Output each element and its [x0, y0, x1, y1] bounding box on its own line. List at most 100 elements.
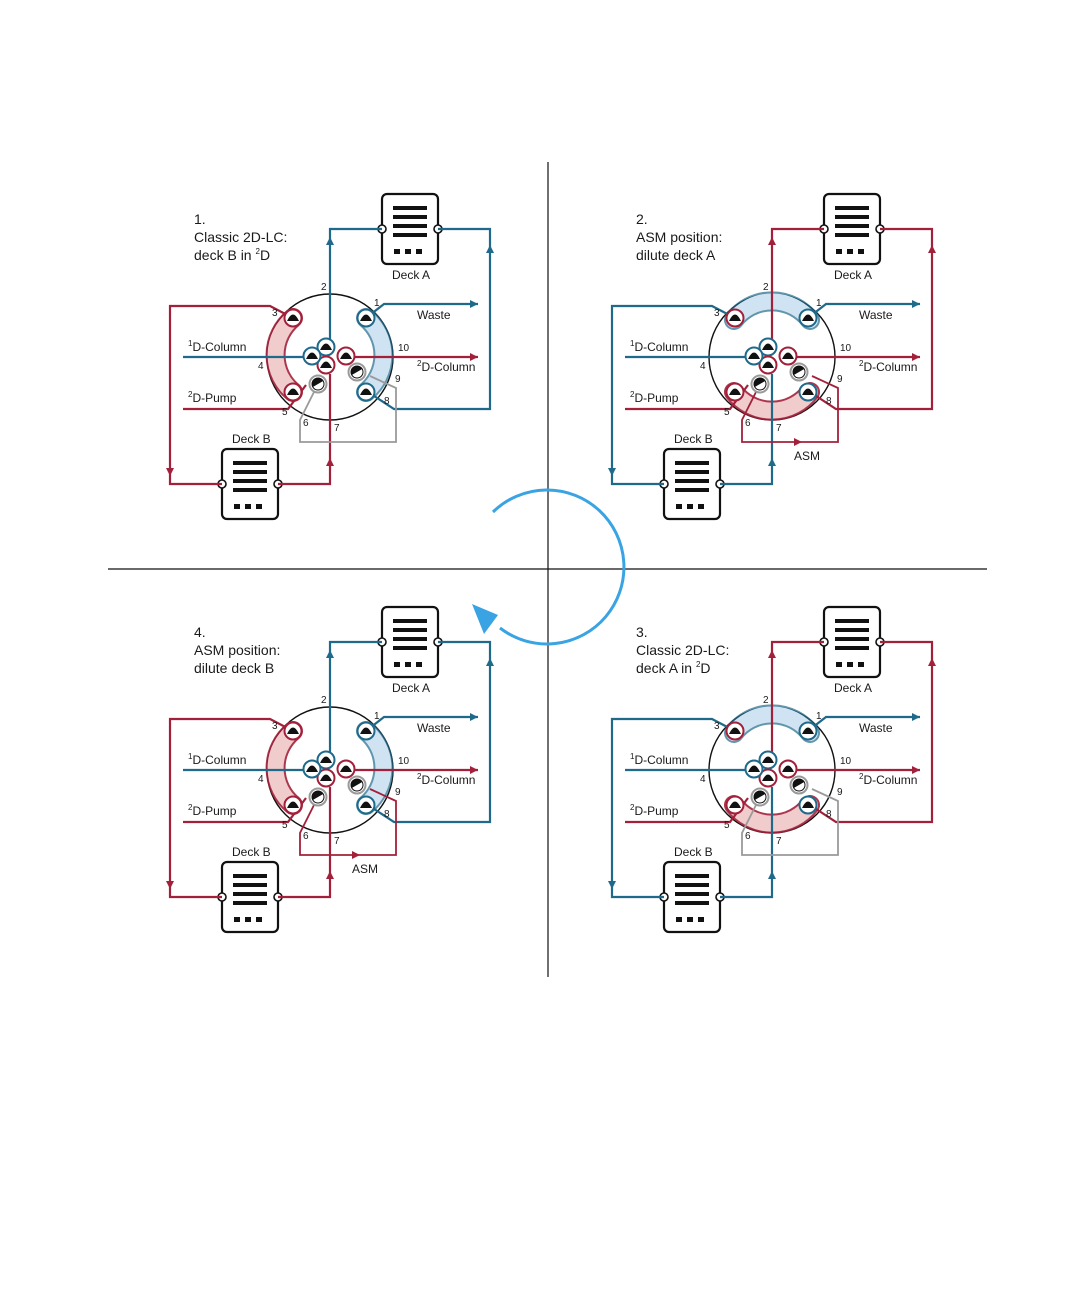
port-symbol-8-needle [748, 352, 760, 359]
port-number-9: 9 [395, 374, 401, 385]
port-symbol-6-needle [782, 765, 794, 772]
deck-a-line-left [770, 227, 824, 340]
deck-b-arrow-left [608, 881, 616, 889]
deck-b-line-right [720, 787, 774, 899]
port-symbol-7 [316, 768, 336, 788]
panel-title-line1: Classic 2D-LC: [194, 229, 287, 245]
port-symbol-7-needle [762, 774, 774, 781]
port-symbol-7-needle [762, 361, 774, 368]
port-symbol-8 [744, 759, 764, 779]
port-symbol-10-cap-half [793, 779, 805, 788]
port-number-7: 7 [334, 836, 340, 847]
deck-a-icon-line [393, 637, 427, 641]
deck-a-icon-line [835, 224, 869, 228]
deck-b-label: Deck B [232, 432, 271, 446]
asm-arrow [794, 438, 802, 446]
deck-a-icon [377, 605, 443, 679]
port-number-8: 8 [384, 396, 390, 407]
deck-a-line-right [809, 227, 934, 411]
cycle-arrow-icon [472, 488, 626, 646]
deck-a-icon-line [393, 206, 427, 210]
port-number-5: 5 [724, 820, 730, 831]
asm-label: ASM [794, 449, 820, 463]
2d-column-arrow [470, 766, 478, 774]
port-symbol-6-needle [340, 765, 352, 772]
loop-right [358, 723, 392, 813]
panel-number: 1. [194, 211, 206, 227]
loop-left [267, 723, 301, 813]
deck-a-icon-dot [394, 662, 400, 667]
port-number-1: 1 [374, 298, 380, 309]
port-number-5: 5 [282, 407, 288, 418]
port-symbol-2 [725, 308, 745, 328]
port-symbol-4-needle [360, 388, 372, 395]
deck-b-icon-dot [687, 917, 693, 922]
port-number-4: 4 [258, 361, 264, 372]
deck-b-icon-line [233, 488, 267, 492]
port-symbol-8-needle [306, 765, 318, 772]
port-number-2: 2 [321, 695, 327, 706]
port-symbol-1 [356, 721, 376, 741]
port-symbol-3 [283, 795, 303, 815]
port-number-4: 4 [258, 774, 264, 785]
panel-title-line2-text: dilute deck B [194, 660, 274, 676]
deck-a-icon-line [835, 646, 869, 650]
deck-b-arrow-right [768, 458, 776, 466]
deck-b-arrow-right [768, 871, 776, 879]
port-symbol-3-needle [287, 801, 299, 808]
deck-a-label: Deck A [834, 681, 872, 695]
port-symbol-4 [356, 795, 376, 815]
deck-b-icon-line [675, 874, 709, 878]
deck-b-icon-line [675, 892, 709, 896]
deck-a-icon-line [835, 637, 869, 641]
panel-title-line2-sup: 2 [255, 247, 260, 256]
deck-b-icon-dot [256, 504, 262, 509]
deck-a-icon-dot [836, 662, 842, 667]
port-symbol-5-needle [320, 343, 332, 350]
1d-column-label-sup: 1 [630, 752, 635, 761]
port-symbol-10 [789, 775, 809, 795]
deck-b-icon [217, 447, 283, 521]
deck-a-icon-dot [405, 662, 411, 667]
port-number-3: 3 [714, 308, 720, 319]
deck-b-arrow-right [326, 458, 334, 466]
deck-b-arrow-left [166, 881, 174, 889]
port-symbol-10-cap-half [351, 366, 363, 375]
port-number-6: 6 [745, 418, 751, 429]
deck-b-icon-line [675, 488, 709, 492]
panel-number: 2. [636, 211, 648, 227]
panel-title-line1: Classic 2D-LC: [636, 642, 729, 658]
port-symbol-4-needle [360, 801, 372, 808]
port-number-3: 3 [272, 308, 278, 319]
2d-column-arrow [912, 353, 920, 361]
deck-b-arrow-left [166, 468, 174, 476]
port-symbol-9 [308, 787, 328, 807]
port-number-2: 2 [763, 282, 769, 293]
2d-pump-label-sup: 2 [188, 803, 193, 812]
port-symbol-5 [316, 750, 336, 770]
deck-b-icon-line [675, 470, 709, 474]
panel-4: 4.ASM position:dilute deck B1D-Column2D-… [166, 605, 494, 934]
deck-a-label: Deck A [392, 268, 430, 282]
waste-arrow [470, 300, 478, 308]
quadrant-dividers [108, 162, 987, 977]
deck-b-icon-dot [234, 504, 240, 509]
deck-a-icon-dot [836, 249, 842, 254]
port-symbol-2 [283, 721, 303, 741]
deck-b-icon-dot [234, 917, 240, 922]
2d-pump-label-text: D-Pump [192, 804, 236, 818]
port-symbol-5-needle [762, 343, 774, 350]
port-number-5: 5 [282, 820, 288, 831]
deck-a-icon-dot [858, 662, 864, 667]
1d-column-label-text: D-Column [634, 753, 688, 767]
asm-loop-line [299, 788, 397, 856]
port-symbol-3-needle [729, 801, 741, 808]
deck-a-icon-dot [394, 249, 400, 254]
port-symbol-9 [750, 374, 770, 394]
deck-a-line-right [367, 227, 492, 411]
panel-number: 3. [636, 624, 648, 640]
port-number-1: 1 [816, 298, 822, 309]
port-symbol-1-needle [802, 314, 814, 321]
deck-a-line-left [328, 640, 382, 753]
port-symbol-6 [336, 346, 356, 366]
